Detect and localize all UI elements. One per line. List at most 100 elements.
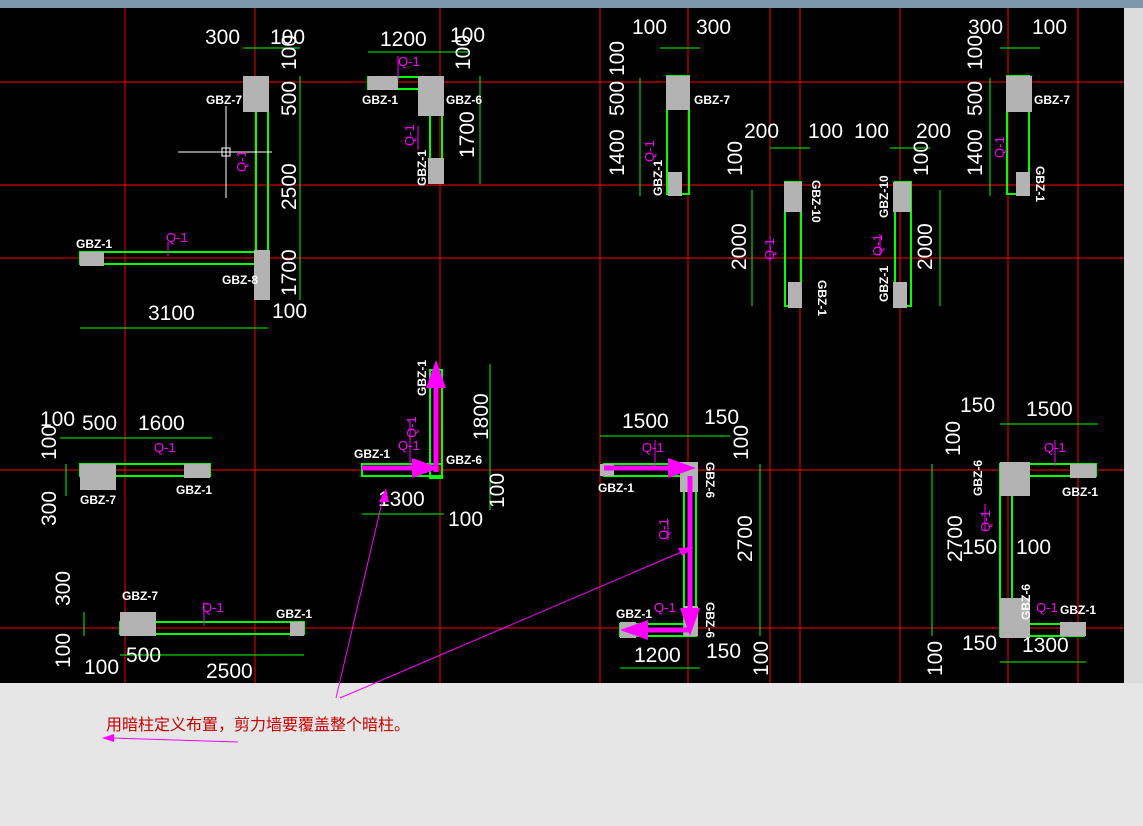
gbz-label: GBZ-10 — [877, 175, 891, 218]
gbz-label: GBZ-8 — [222, 273, 258, 287]
dimension-lines — [60, 47, 1098, 669]
dim-text: 100 — [750, 641, 773, 676]
q1-label: Q-1 — [642, 140, 657, 162]
dim-text: 1700 — [456, 111, 479, 158]
gbz-label: GBZ-7 — [122, 589, 158, 603]
dim-text: 300 — [52, 571, 75, 606]
q1-label: Q-1 — [202, 600, 224, 615]
q1-leaders — [167, 56, 1056, 626]
dim-text: 100 — [486, 473, 509, 508]
gbz-label: GBZ-7 — [1034, 93, 1070, 107]
dim-text: 300 — [38, 491, 61, 526]
dim-text: 150 — [960, 394, 995, 417]
gbz-label: GBZ-1 — [616, 607, 652, 621]
dim-text: 500 — [278, 81, 301, 116]
q1-label: Q-1 — [402, 124, 417, 146]
dim-text: 100 — [272, 300, 307, 323]
dim-text: 150 — [706, 640, 741, 663]
dim-text: 100 — [40, 408, 75, 431]
gbz-label: GBZ-10 — [809, 180, 823, 223]
gbz-labels: GBZ-7 GBZ-1 GBZ-8 GBZ-1 GBZ-6 GBZ-1 GBZ-… — [76, 93, 1098, 638]
dim-text: 1300 — [1022, 634, 1069, 657]
dim-text: 100 — [854, 120, 889, 143]
dim-text: 100 — [730, 425, 753, 460]
dim-text: 1800 — [470, 393, 493, 440]
dim-text: 1200 — [380, 28, 427, 51]
axis-grid — [0, 8, 1124, 683]
highlight-arrows — [362, 360, 700, 640]
dim-text: 500 — [126, 644, 161, 667]
q1-label: Q-1 — [654, 600, 676, 615]
q1-label: Q-1 — [992, 136, 1007, 158]
gbz-label: GBZ-1 — [1060, 603, 1096, 617]
dim-text: 1200 — [634, 644, 681, 667]
q1-label: Q-1 — [978, 510, 993, 532]
q1-label: Q-1 — [1036, 600, 1058, 615]
q1-label: Q-1 — [154, 440, 176, 455]
cursor-crosshair[interactable] — [178, 106, 272, 198]
gbz-label: GBZ-1 — [651, 160, 665, 196]
gbz-label: GBZ-1 — [815, 280, 829, 316]
dim-text: 100 — [910, 141, 933, 176]
dim-text: 2500 — [206, 660, 253, 683]
q1-label: Q-1 — [762, 238, 777, 260]
gbz-label: GBZ-6 — [446, 453, 482, 467]
gbz-label: GBZ-7 — [694, 93, 730, 107]
dim-text: 100 — [452, 35, 475, 70]
dim-text: 1400 — [964, 129, 987, 176]
q1-label: Q-1 — [398, 54, 420, 69]
dim-text: 300 — [696, 16, 731, 39]
annotation-pointers — [102, 488, 694, 743]
dim-text: 500 — [82, 412, 117, 435]
gbz-label: GBZ-6 — [1019, 584, 1033, 620]
dim-text: 150 — [962, 632, 997, 655]
dim-text: 100 — [270, 26, 305, 49]
gbz-label: GBZ-1 — [362, 93, 398, 107]
q1-label: Q-1 — [234, 150, 249, 172]
dim-text: 100 — [924, 641, 947, 676]
dim-text: 1300 — [378, 488, 425, 511]
gbz-label: GBZ-6 — [703, 462, 717, 498]
dim-text: 1500 — [622, 410, 669, 433]
dim-text: 2700 — [944, 515, 967, 562]
cad-drawing-canvas[interactable] — [0, 8, 1124, 683]
dim-text: 100 — [450, 24, 485, 47]
q1-labels: Q-1 Q-1 Q-1 Q-1 Q-1 Q-1 Q-1 Q-1 Q-1 Q-1 … — [154, 54, 1066, 615]
dim-text: 500 — [606, 81, 629, 116]
dim-text: 100 — [52, 633, 75, 668]
dim-text: 100 — [942, 421, 965, 456]
gbz-label: GBZ-1 — [1062, 485, 1098, 499]
gbz-label: GBZ-1 — [415, 360, 429, 396]
gbz-label: GBZ-1 — [76, 237, 112, 251]
gbz-label: GBZ-1 — [415, 150, 429, 186]
gbz-label: GBZ-1 — [276, 607, 312, 621]
dim-text: 100 — [1016, 536, 1051, 559]
dim-text: 100 — [606, 41, 629, 76]
gbz-label: GBZ-1 — [1033, 166, 1047, 202]
gbz-label: GBZ-1 — [354, 447, 390, 461]
dim-text: 1600 — [138, 412, 185, 435]
dim-text: 2700 — [734, 515, 757, 562]
q1-label: Q-1 — [1044, 440, 1066, 455]
gbz-label: GBZ-1 — [877, 266, 891, 302]
dim-text: 2500 — [278, 163, 301, 210]
q1-label: Q-1 — [656, 518, 671, 540]
annotation-note: 用暗柱定义布置，剪力墙要覆盖整个暗柱。 — [106, 715, 411, 734]
dim-text: 300 — [968, 16, 1003, 39]
dim-text: 1500 — [1026, 398, 1073, 421]
dim-text: 100 — [724, 141, 747, 176]
q1-label: Q-1 — [166, 230, 188, 245]
dim-text: 200 — [744, 120, 779, 143]
dim-text: 300 — [205, 26, 240, 49]
dim-text: 150 — [962, 536, 997, 559]
dim-text: 100 — [1032, 16, 1067, 39]
dim-text: 100 — [84, 656, 119, 679]
gbz-label: GBZ-1 — [176, 483, 212, 497]
dim-text: 100 — [964, 35, 987, 70]
gbz-label: GBZ-6 — [703, 602, 717, 638]
dim-text: 100 — [448, 508, 483, 531]
dim-text: 1400 — [606, 129, 629, 176]
q1-label: Q-1 — [404, 416, 419, 438]
q1-label: Q-1 — [870, 234, 885, 256]
